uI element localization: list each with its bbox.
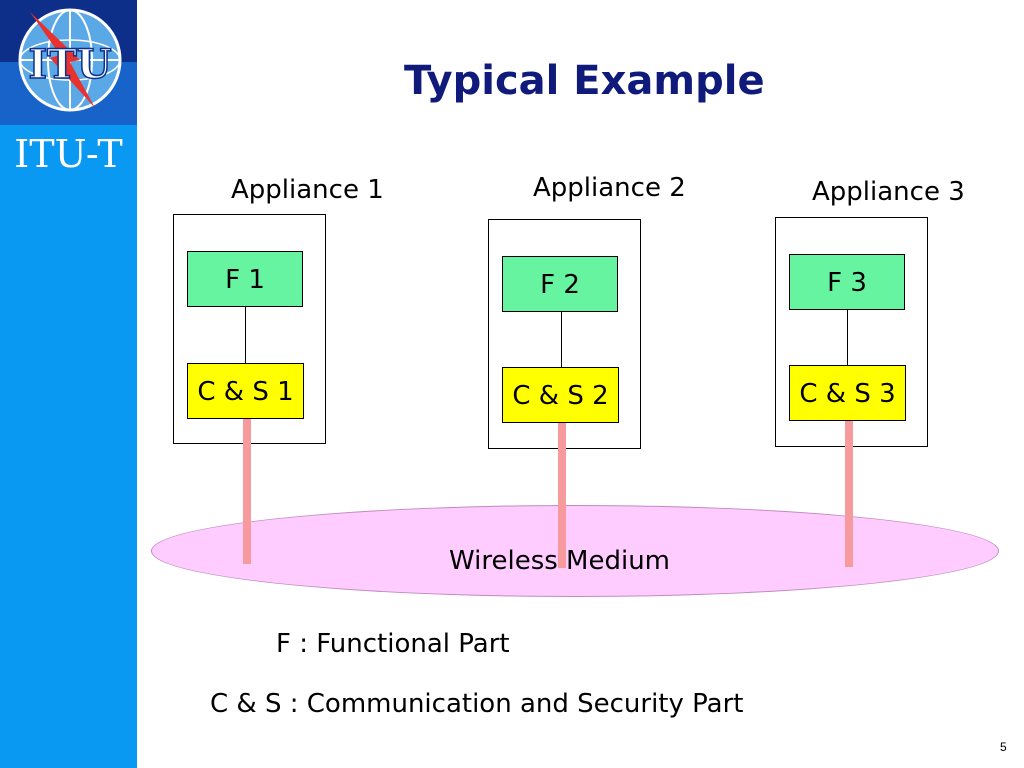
appliance-3-internal-connector [847,310,848,365]
appliance-2-comm-security-box: C & S 2 [502,367,619,423]
wireless-medium-ellipse [151,505,999,597]
appliance-3-comm-security-box: C & S 3 [789,365,906,421]
appliance-3-label: Appliance 3 [812,177,965,207]
logo-text: ITU [28,41,111,88]
appliance-1-internal-connector [245,307,246,363]
sidebar: ITU ITU-T [0,0,137,768]
appliance-2-functional-box: F 2 [502,256,618,312]
appliance-2-label: Appliance 2 [533,173,686,203]
legend-functional: F : Functional Part [276,629,510,659]
brand-label: ITU-T [14,132,123,176]
appliance-1-wireless-link [243,419,251,564]
page-number: 5 [1000,740,1007,754]
appliance-1-label: Appliance 1 [231,175,384,205]
appliance-3-wireless-link [845,421,853,567]
legend-comm-security: C & S : Communication and Security Part [210,689,744,719]
itu-globe-icon: ITU [0,0,137,125]
itu-logo: ITU [0,0,137,125]
appliance-1-functional-box: F 1 [187,251,303,307]
appliance-2-internal-connector [561,312,562,367]
slide-title: Typical Example [404,58,765,104]
appliance-2-wireless-link [558,423,566,568]
appliance-1-comm-security-box: C & S 1 [187,363,304,419]
appliance-3-functional-box: F 3 [789,254,905,310]
